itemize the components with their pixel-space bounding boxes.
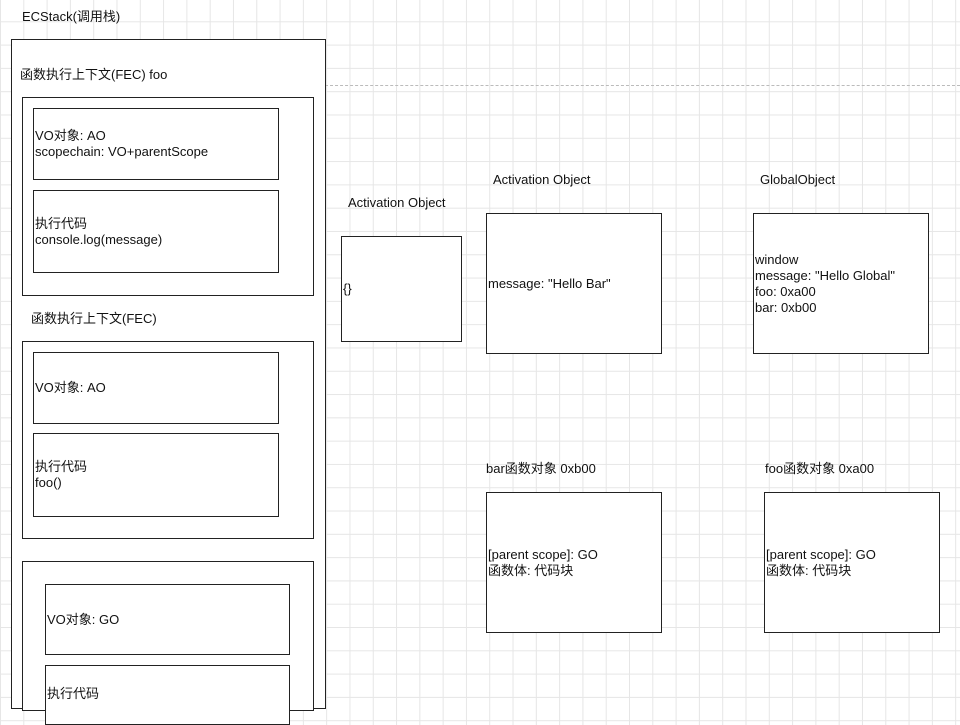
- ao1-box[interactable]: {}: [341, 236, 462, 342]
- gec-vo-box[interactable]: VO对象: GO: [45, 584, 290, 655]
- fec-foo-title: 函数执行上下文(FEC) foo: [20, 67, 168, 82]
- ao1-content: {}: [343, 281, 352, 296]
- fec-foo-code-box[interactable]: 执行代码 console.log(message): [33, 190, 279, 273]
- go-box[interactable]: window message: "Hello Global" foo: 0xa0…: [753, 213, 929, 354]
- fec-foo-vo-text: VO对象: AO scopechain: VO+parentScope: [35, 128, 209, 159]
- bar-fn-content: [parent scope]: GO 函数体: 代码块: [488, 546, 598, 578]
- fec-vo-box[interactable]: VO对象: AO: [33, 352, 279, 424]
- fec-foo-vo-box[interactable]: VO对象: AO scopechain: VO+parentScope: [33, 108, 279, 180]
- go-title: GlobalObject: [760, 172, 836, 187]
- ecstack-title: ECStack(调用栈): [22, 9, 121, 24]
- ao2-title: Activation Object: [493, 172, 591, 187]
- fec-vo-text: VO对象: AO: [35, 380, 106, 395]
- ao2-box[interactable]: message: "Hello Bar": [486, 213, 662, 354]
- foo-fn-title: foo函数对象 0xa00: [765, 461, 875, 476]
- foo-fn-content: [parent scope]: GO 函数体: 代码块: [766, 546, 876, 578]
- bar-fn-box[interactable]: [parent scope]: GO 函数体: 代码块: [486, 492, 662, 633]
- foo-fn-box[interactable]: [parent scope]: GO 函数体: 代码块: [764, 492, 940, 633]
- ao2-content: message: "Hello Bar": [488, 275, 611, 291]
- gec-vo-text: VO对象: GO: [47, 611, 120, 627]
- gec-code-text: 执行代码: [47, 686, 100, 701]
- ao1-title: Activation Object: [348, 195, 446, 210]
- go-content: window message: "Hello Global" foo: 0xa0…: [755, 251, 896, 315]
- divider-line: [325, 85, 960, 86]
- fec-code-box[interactable]: 执行代码 foo(): [33, 433, 279, 517]
- fec-title: 函数执行上下文(FEC): [31, 311, 157, 326]
- bar-fn-title: bar函数对象 0xb00: [486, 461, 596, 476]
- fec-code-text: 执行代码 foo(): [35, 459, 88, 490]
- fec-foo-code-text: 执行代码 console.log(message): [35, 215, 163, 247]
- gec-code-box[interactable]: 执行代码: [45, 665, 290, 725]
